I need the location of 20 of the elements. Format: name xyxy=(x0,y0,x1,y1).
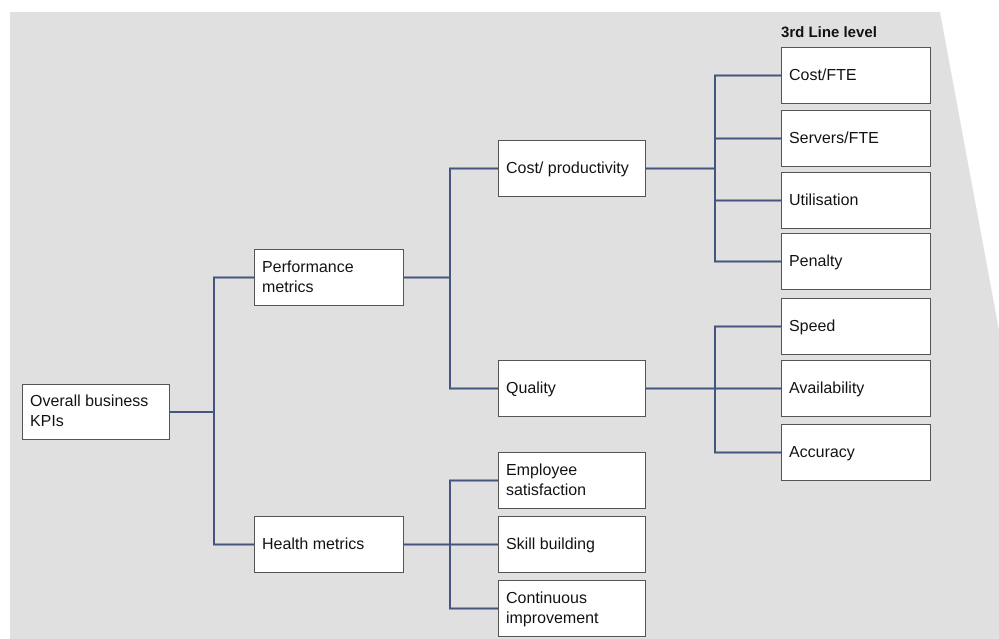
column-heading: 3rd Line level xyxy=(781,24,877,41)
metric-box: Accuracy xyxy=(781,424,931,481)
metric-box: Performance metrics xyxy=(254,249,404,306)
metric-box: Servers/FTE xyxy=(781,110,931,167)
connector-line xyxy=(646,388,781,454)
metric-box: Utilisation xyxy=(781,172,931,229)
metric-box: Cost/FTE xyxy=(781,47,931,104)
metric-box: Speed xyxy=(781,298,931,355)
metric-box: Overall business KPIs xyxy=(22,384,170,440)
metric-box: Employee satisfaction xyxy=(498,452,646,509)
metric-box: Skill building xyxy=(498,516,646,573)
metric-box: Cost/ productivity xyxy=(498,140,646,197)
metric-box: Quality xyxy=(498,360,646,417)
metric-box: Continuous improvement xyxy=(498,580,646,637)
connector-line xyxy=(170,411,254,546)
metric-box: Availability xyxy=(781,360,931,417)
connector-line xyxy=(404,276,498,390)
connector-line xyxy=(646,168,781,262)
metric-box: Health metrics xyxy=(254,516,404,573)
metric-box: Penalty xyxy=(781,233,931,290)
